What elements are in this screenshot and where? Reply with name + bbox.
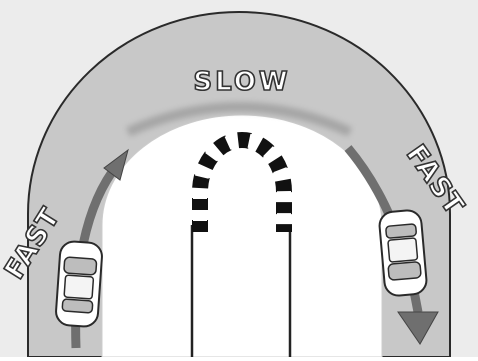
car-left-windshield <box>64 257 97 275</box>
car-left-rear-window <box>62 299 93 313</box>
label-slow: SLOW <box>193 67 290 97</box>
car-left <box>55 241 103 328</box>
road-inner-island <box>102 115 382 357</box>
car-right-windshield <box>388 262 421 281</box>
car-right <box>378 209 427 296</box>
car-left-roof <box>64 275 93 299</box>
car-right-roof <box>388 238 418 262</box>
car-right-rear-window <box>386 224 417 239</box>
